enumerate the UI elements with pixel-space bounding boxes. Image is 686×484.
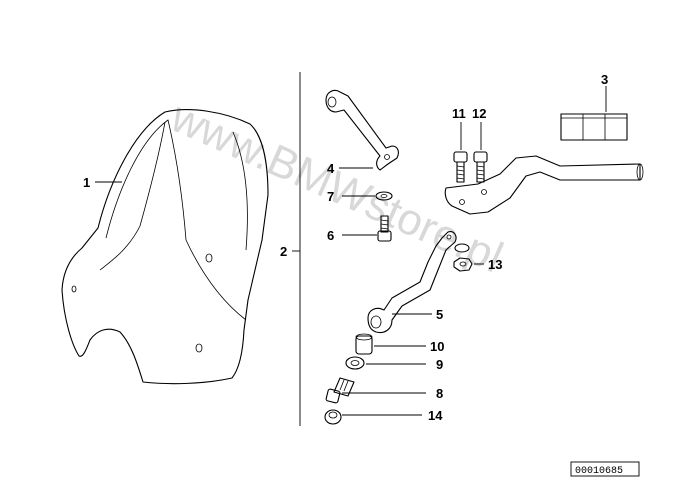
callout-14: 14: [428, 408, 443, 423]
callout-8: 8: [436, 386, 443, 401]
washer-part-7: [375, 191, 393, 201]
callout-4: 4: [327, 161, 335, 176]
bolt-part-8: [325, 377, 355, 404]
cap-part-14: [324, 409, 342, 425]
callout-13: 13: [488, 257, 502, 272]
callout-9: 9: [436, 357, 443, 372]
windshield-part: [61, 109, 269, 385]
reference-number: 00010685: [575, 466, 623, 477]
callout-10: 10: [430, 339, 444, 354]
callout-6: 6: [327, 228, 334, 243]
reference-number-box: [570, 461, 640, 477]
washer-part-9: [345, 356, 365, 370]
callout-12: 12: [472, 106, 486, 121]
bracket-part-5: [367, 231, 457, 334]
screw-part-12: [473, 151, 488, 183]
callout-7: 7: [327, 189, 334, 204]
spacer-part-10: [355, 333, 373, 355]
nut-part-13: [453, 243, 473, 272]
callout-1: 1: [83, 175, 90, 190]
screw-part-11: [453, 151, 468, 183]
callout-5: 5: [436, 307, 443, 322]
callout-3: 3: [601, 72, 608, 87]
bracket-part-4: [325, 89, 399, 171]
handlebar-part: [444, 155, 644, 215]
bolt-part-6: [377, 215, 392, 242]
callout-11: 11: [452, 106, 466, 121]
callout-2: 2: [280, 244, 287, 259]
block-part-3: [560, 113, 628, 141]
